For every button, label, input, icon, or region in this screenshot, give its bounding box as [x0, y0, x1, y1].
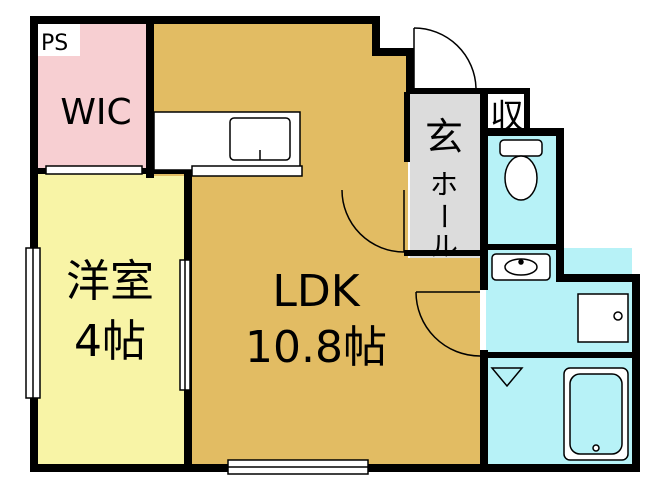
ps-area	[38, 24, 80, 56]
hall-char-1: ホ	[430, 168, 458, 201]
bathtub-fixture	[563, 367, 629, 461]
storage-label: 収	[490, 97, 524, 137]
western-room-size-label: 4帖	[74, 316, 146, 367]
bath-door-mark	[490, 367, 524, 388]
toilet-fixture	[499, 139, 543, 201]
ldk-name-label: LDK	[272, 266, 360, 317]
western-room-area	[38, 174, 184, 464]
washbasin-fixture	[491, 253, 551, 281]
doors	[45, 27, 481, 391]
entrance-area	[410, 92, 484, 258]
windows	[25, 247, 369, 475]
hall-char-3: ル	[430, 230, 458, 263]
ps-label: PS	[41, 31, 68, 56]
washing-machine-pan	[577, 293, 629, 343]
wic-label: WIC	[60, 92, 131, 133]
kitchen-counter	[153, 111, 303, 177]
ldk-size-label: 10.8帖	[245, 322, 387, 373]
entrance-label: 玄	[425, 115, 463, 159]
hall-char-2: ー	[427, 202, 460, 230]
western-room-name-label: 洋室	[66, 256, 154, 307]
